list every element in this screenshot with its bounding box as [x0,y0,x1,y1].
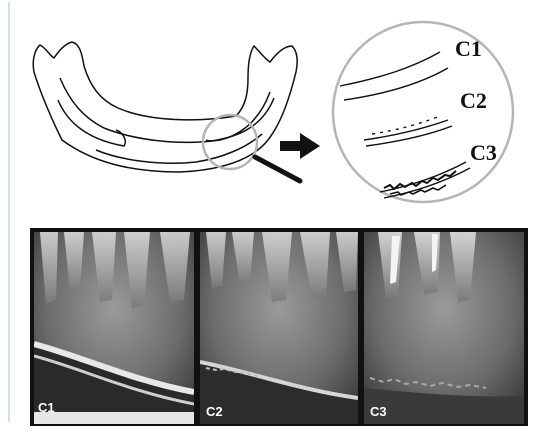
radiograph-label-c2: C2 [206,404,223,419]
left-margin-rule [8,2,10,422]
inset-label-c2: C2 [460,88,487,113]
mandible-drawing [33,42,297,172]
mandible-outline [33,42,297,172]
inset-label-c1: C1 [455,36,482,61]
radiograph-c3 [364,232,524,424]
magnifier-handle [255,157,300,181]
radiograph-c1 [34,232,194,424]
radiograph-label-c1: C1 [38,400,55,415]
inset-label-c3: C3 [470,140,497,165]
arrow-right-icon [280,133,320,159]
magnifier-circle-small [203,115,257,169]
mandible-lower-line [96,134,262,163]
radiograph-c2 [200,232,358,424]
radiograph-label-c3: C3 [370,404,387,419]
mandible-inner-line [60,78,270,142]
